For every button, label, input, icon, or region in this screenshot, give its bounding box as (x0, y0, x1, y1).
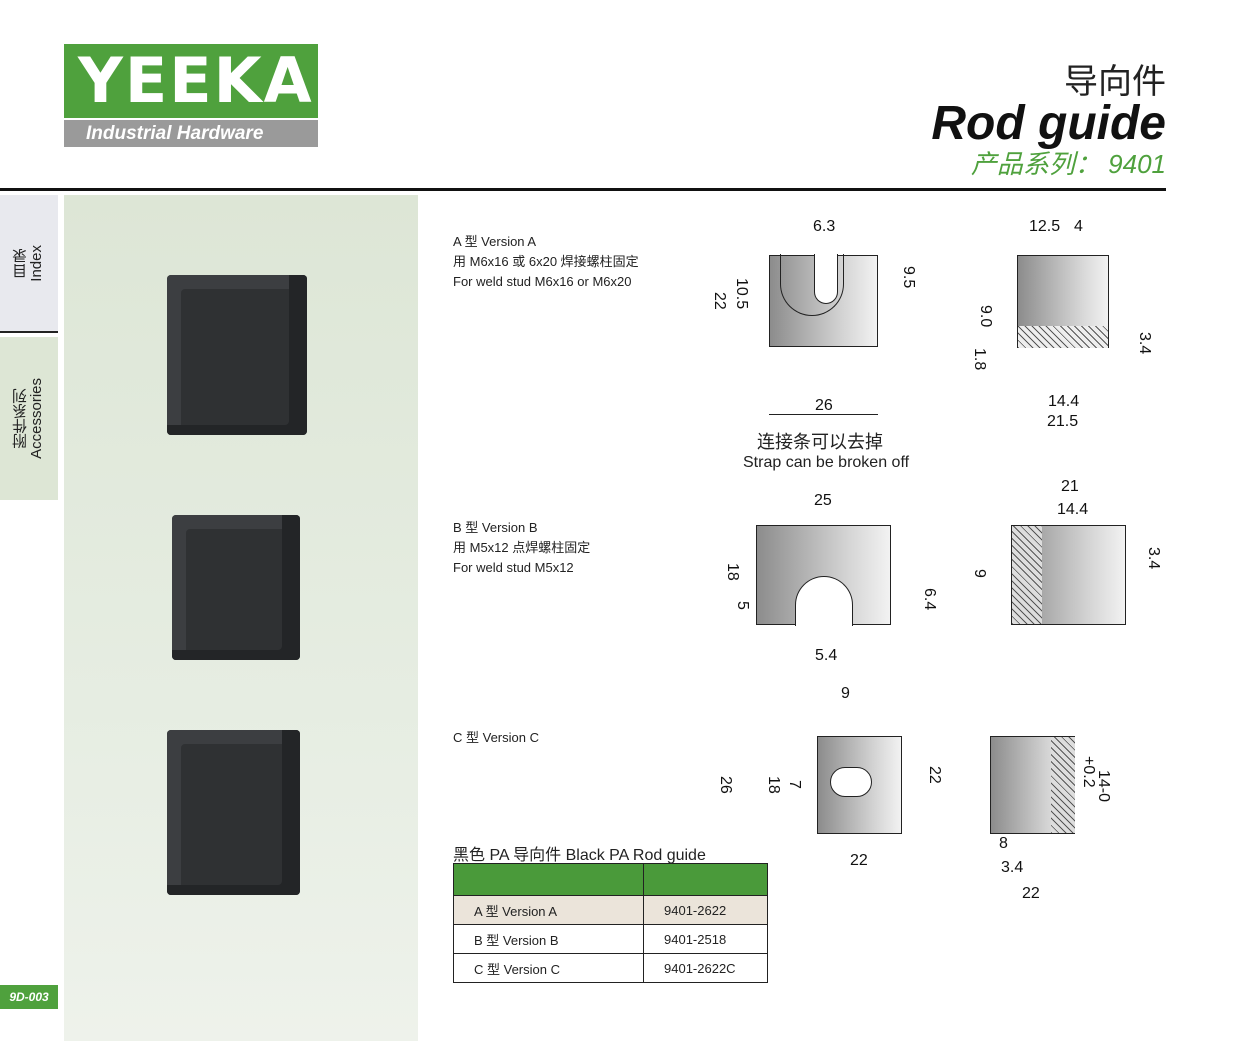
dim-label: 6.4 (921, 588, 938, 611)
dim-label: 18 (765, 776, 782, 794)
dim-label: 22 (1022, 885, 1040, 902)
table-cell: 9401-2622C (643, 953, 768, 983)
desc-line: B 型 Version B (453, 520, 538, 535)
dim-label: 18 (724, 563, 741, 581)
dim-label: 9 (971, 569, 988, 578)
dim-label: 21 (1061, 478, 1079, 495)
table-header-row (453, 863, 768, 896)
dim-line (769, 414, 878, 415)
note-cn: 连接条可以去掉 (757, 432, 883, 452)
tab-acc-cn: 附件系列 (12, 388, 29, 449)
slot-outline (780, 254, 844, 316)
dim-label: 1.8 (971, 348, 988, 371)
dim-label: 22 (711, 292, 728, 310)
hatched-section (1018, 326, 1108, 348)
product-image-version-b (172, 515, 300, 660)
dim-label: 5.4 (815, 647, 838, 664)
drawing-c-side (990, 736, 1075, 834)
tab-index-cn: 目录 (12, 248, 29, 278)
desc-line: 用 M6x16 或 6x20 焊接螺柱固定 (453, 254, 639, 269)
dim-label: 3.4 (1145, 547, 1162, 570)
drawing-a-side (1017, 255, 1109, 348)
table-cell: C 型 Version C (453, 953, 644, 983)
hatched-section (1012, 526, 1042, 624)
tab-acc-en: Accessories (28, 378, 45, 459)
desc-line: For weld stud M6x16 or M6x20 (453, 274, 632, 289)
page-number: 9D-003 (0, 985, 58, 1009)
drawing-b-front (756, 525, 891, 626)
desc-line: For weld stud M5x12 (453, 560, 574, 575)
dim-label: 14.4 (1048, 393, 1080, 410)
dim-label: 21.5 (1047, 413, 1079, 430)
dim-label: 10.5 (733, 278, 750, 310)
table-cell: B 型 Version B (453, 924, 644, 954)
dim-label: 22 (926, 766, 943, 784)
version-a-description: A 型 Version A 用 M6x16 或 6x20 焊接螺柱固定 For … (453, 232, 639, 292)
drawing-c-front (817, 736, 902, 834)
dim-label: 7 (786, 780, 803, 789)
page-title-cn: 导向件 (1064, 63, 1166, 101)
hatched-section (1051, 737, 1075, 833)
version-b-description: B 型 Version B 用 M5x12 点焊螺柱固定 For weld st… (453, 518, 590, 578)
dim-label: 9.5 (900, 266, 917, 289)
arch (795, 576, 853, 626)
table-cell: A 型 Version A (453, 895, 644, 925)
product-series: 产品系列： 9401 (970, 149, 1166, 179)
dim-label: 5 (734, 601, 751, 610)
tab-index-en: Index (28, 244, 45, 282)
dim-label: 25 (814, 492, 832, 509)
desc-line: A 型 Version A (453, 234, 537, 249)
table-cell: 9401-2622 (643, 895, 768, 925)
table-title: 黑色 PA 导向件 Black PA Rod guide (453, 847, 706, 864)
dim-label: 14-0 (1095, 770, 1112, 803)
slot (814, 254, 838, 304)
table-cell: 9401-2518 (643, 924, 768, 954)
dim-label: 12.5 (1029, 218, 1061, 235)
note-en: Strap can be broken off (743, 454, 910, 471)
desc-line: 用 M5x12 点焊螺柱固定 (453, 540, 591, 555)
logo: YEEKA (64, 44, 318, 118)
dim-label: 22 (850, 852, 868, 869)
header-divider (0, 188, 1166, 191)
page-title: Rod guide (931, 97, 1166, 150)
dim-label: 26 (717, 776, 734, 794)
drawing-a-front (769, 254, 878, 347)
dim-label: 9.0 (977, 305, 994, 328)
dim-label: 3.4 (1136, 332, 1153, 355)
dim-label: 4 (1074, 218, 1083, 235)
drawing-b-side (1011, 525, 1126, 625)
product-image-version-a (167, 275, 307, 435)
table-header (453, 863, 644, 896)
table-header (643, 863, 768, 896)
dim-label: 14.4 (1057, 501, 1089, 518)
dim-label: 3.4 (1001, 859, 1024, 876)
logo-subtitle: Industrial Hardware (64, 120, 318, 147)
dim-label: 9 (841, 685, 850, 702)
version-c-description: C 型 Version C (453, 728, 539, 748)
dim-label: 26 (815, 397, 833, 414)
product-image-version-c (167, 730, 300, 895)
product-image-panel (64, 195, 418, 1041)
desc-line: C 型 Version C (453, 730, 539, 745)
dim-label: 8 (999, 835, 1008, 852)
dim-label: 6.3 (813, 218, 836, 235)
hole (830, 767, 872, 797)
